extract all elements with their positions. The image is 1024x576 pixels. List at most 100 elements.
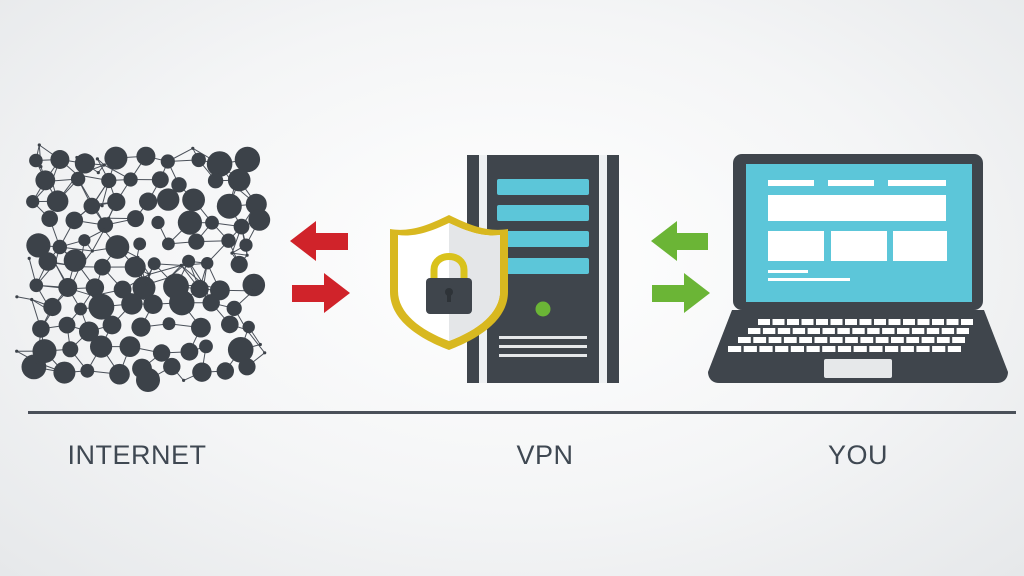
network-node bbox=[191, 152, 206, 168]
keyboard-key bbox=[926, 328, 940, 334]
keyboard-key bbox=[830, 319, 843, 325]
network-node bbox=[107, 216, 111, 220]
network-node bbox=[230, 251, 234, 255]
network-node bbox=[29, 278, 44, 293]
keyboard-key bbox=[874, 319, 886, 325]
network-node bbox=[58, 316, 76, 334]
network-node bbox=[226, 300, 242, 316]
network-link bbox=[16, 296, 32, 300]
keyboard-key bbox=[952, 337, 965, 343]
keyboard-key bbox=[816, 319, 828, 325]
network-node bbox=[206, 151, 233, 177]
red-arrows-icon bbox=[290, 221, 350, 313]
network-node bbox=[216, 362, 234, 380]
network-node bbox=[180, 342, 199, 361]
network-node bbox=[202, 294, 220, 312]
network-node bbox=[250, 165, 254, 169]
network-node bbox=[53, 261, 57, 265]
network-node bbox=[182, 188, 206, 212]
network-link bbox=[97, 164, 105, 173]
network-node bbox=[32, 320, 50, 338]
network-node bbox=[147, 272, 151, 276]
network-node bbox=[102, 315, 122, 335]
keyboard-key bbox=[806, 346, 820, 352]
label-internet: INTERNET bbox=[67, 440, 207, 470]
network-node bbox=[104, 146, 128, 170]
keyboard-key bbox=[759, 346, 773, 352]
keyboard-key bbox=[906, 337, 920, 343]
keyboard-key bbox=[790, 346, 804, 352]
server-bay-1 bbox=[497, 179, 589, 195]
network-node bbox=[238, 358, 256, 376]
network-node bbox=[75, 155, 79, 160]
network-node bbox=[207, 173, 224, 189]
network-link bbox=[91, 229, 105, 252]
label-vpn: VPN bbox=[516, 440, 574, 470]
keyboard-key bbox=[762, 328, 776, 334]
network-node bbox=[151, 171, 169, 189]
network-node bbox=[121, 293, 143, 315]
network-node bbox=[38, 252, 58, 271]
network-node bbox=[26, 233, 51, 258]
network-node bbox=[107, 192, 126, 212]
network-node bbox=[242, 148, 246, 152]
keyboard-key bbox=[829, 337, 843, 343]
network-node bbox=[233, 218, 250, 235]
shield-lock-icon bbox=[390, 215, 508, 350]
network-node bbox=[233, 184, 237, 188]
network-node bbox=[191, 146, 195, 150]
network-link bbox=[231, 252, 248, 256]
network-node bbox=[68, 287, 72, 291]
network-node bbox=[50, 179, 54, 183]
network-node bbox=[245, 253, 249, 257]
network-node bbox=[105, 235, 130, 259]
red-arrow-right-icon bbox=[292, 273, 350, 313]
network-node bbox=[202, 283, 206, 287]
keyboard-key bbox=[859, 319, 872, 325]
network-node bbox=[162, 237, 175, 251]
network-node bbox=[58, 278, 78, 297]
keyboard-key bbox=[801, 319, 814, 325]
keyboard-key bbox=[947, 346, 961, 352]
network-node bbox=[123, 172, 138, 187]
network-link bbox=[148, 264, 182, 275]
network-node bbox=[74, 302, 87, 316]
red-arrow-left-icon bbox=[290, 221, 348, 261]
divider bbox=[28, 411, 1016, 414]
keyboard-key bbox=[799, 337, 812, 343]
network-node bbox=[239, 238, 253, 252]
network-node bbox=[78, 265, 82, 269]
padlock-shackle-icon bbox=[430, 253, 468, 281]
network-node bbox=[147, 257, 161, 271]
network-node bbox=[26, 195, 40, 209]
network-node bbox=[102, 163, 106, 167]
network-node bbox=[201, 257, 214, 270]
keyboard-key bbox=[891, 337, 904, 343]
keyboard-key bbox=[728, 346, 742, 352]
network-node bbox=[152, 344, 171, 362]
keyboard-key bbox=[777, 328, 791, 334]
network-node bbox=[78, 234, 91, 247]
network-node bbox=[179, 263, 183, 267]
network-node bbox=[74, 153, 95, 174]
keyboard-key bbox=[753, 337, 767, 343]
network-node bbox=[75, 173, 79, 177]
keyboard-key bbox=[885, 346, 899, 352]
network-node bbox=[43, 297, 62, 317]
keyboard-key bbox=[916, 346, 930, 352]
laptop-icon bbox=[708, 154, 1008, 383]
network-node bbox=[245, 328, 249, 332]
network-node bbox=[113, 280, 132, 299]
keyboard-key bbox=[837, 328, 850, 334]
network-node bbox=[192, 362, 212, 382]
network-node bbox=[88, 293, 115, 320]
network-node bbox=[157, 188, 180, 211]
network-node bbox=[50, 310, 54, 314]
touchpad bbox=[824, 359, 892, 378]
network-node bbox=[39, 165, 43, 169]
network-node bbox=[168, 275, 172, 279]
network-node bbox=[205, 215, 219, 230]
keyboard-key bbox=[900, 346, 914, 352]
network-node bbox=[177, 210, 202, 235]
network-node bbox=[182, 378, 186, 382]
